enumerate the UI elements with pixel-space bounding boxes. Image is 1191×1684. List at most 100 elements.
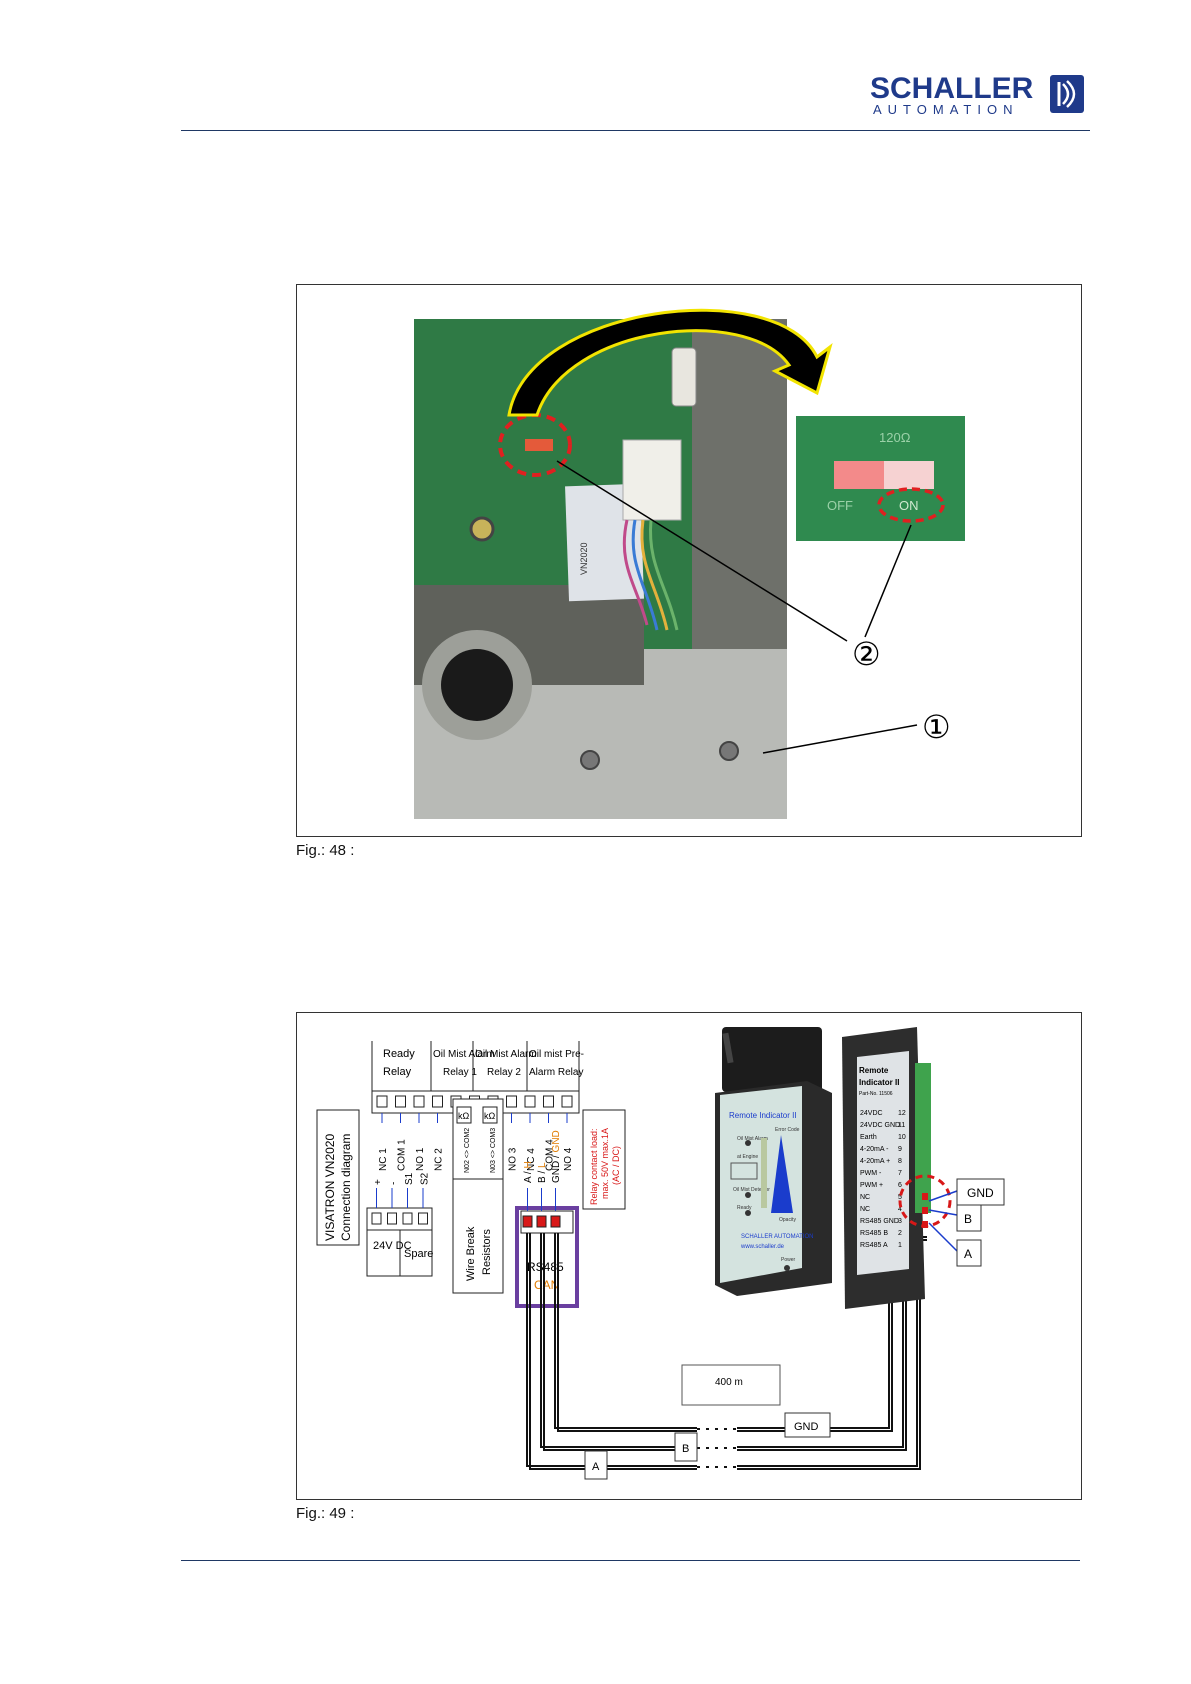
figure-48-photo: VN2020 120Ω OFF ON ② ① [414,308,965,819]
diagram-title-line2: Connection diagram [339,1134,353,1241]
indicator-back-pin-label: PWM - [860,1170,882,1177]
indicator-front-title: Remote Indicator II [729,1111,797,1120]
logo-subtitle: AUTOMATION [873,102,1019,117]
relay-group-headers: Ready Relay Oil Mist Alarm Relay 1 Oil M… [371,1041,584,1091]
footer-rule [181,1560,1080,1561]
cable-gland-hole [441,649,513,721]
relay-terminal-label: NO 3 [508,1147,519,1171]
switch-label-on: ON [899,498,919,513]
indicator-front-ready: Ready [737,1205,752,1211]
indicator-back-pin-label: PWM + [860,1182,883,1189]
leader-line-2b [864,524,912,638]
rs485-terminal-label: B / L [537,1162,548,1183]
wire-label-gnd-box [784,1412,831,1438]
switch-label-off: OFF [827,498,853,513]
rs485-terminal-label: GND / GND [551,1130,562,1183]
relay-terminal-label: NC 4 [526,1148,537,1171]
indicator-back-pin-label: RS485 A [860,1242,888,1249]
indicator-back-pin-label: NC [860,1206,870,1213]
logo-wordmark: SCHALLER [870,72,1034,105]
relay-load-line3: (AC / DC) [611,1146,621,1185]
indicator-back-pin-number: 10 [898,1134,906,1141]
resistor-1-label: N02 <> COM2 [464,1128,471,1173]
relay-terminal-label: NC 2 [434,1148,445,1171]
callout-2: ② [852,636,881,672]
relay-terminal-label: COM 1 [397,1139,408,1171]
connection-diagram-title-box: VISATRON VN2020 Connection diagram [316,1109,360,1246]
rs485-terminal-label: A / H [523,1161,534,1183]
on-highlight-circle [877,487,945,523]
figure-49-diagram: VISATRON VN2020 Connection diagram Ready… [316,1027,1005,1480]
resistor-ohm-1: kΩ [458,1111,470,1121]
indicator-back-pin-number: 12 [898,1110,906,1117]
relay-terminal-square [543,1095,554,1108]
enclosure-photo: VN2020 [414,319,787,819]
relay-group-alarm1-line1: Oil Mist Alarm [433,1049,495,1060]
relay-group-ready-line2: Relay [383,1066,412,1078]
indicator-front-error-code: Error Code [775,1127,800,1133]
indicator-front-power: Power [781,1257,796,1263]
power-group-label: 24V DC [373,1240,412,1252]
power-terminal-square [387,1212,397,1225]
figure-48-frame: VN2020 120Ω OFF ON ② ① [296,284,1082,837]
diagram-title-line1: VISATRON VN2020 [323,1134,337,1241]
relay-terminal-square [506,1095,517,1108]
wire-break-label-line1: Wire Break [465,1226,477,1281]
relay-group-alarm2-line2: Relay 2 [487,1067,521,1078]
power-terminal-label: - [389,1182,400,1185]
relay-load-note: Relay contact load: max. 50V max.1A (AC … [582,1109,626,1210]
board-text: VN2020 [579,542,589,575]
wire-label-a-box [584,1450,608,1480]
relay-group-ready-line1: Ready [383,1048,415,1060]
wire-break-label-line2: Resistors [481,1229,493,1275]
relay-group-alarm1-line2: Relay 1 [443,1067,477,1078]
logo-emblem-icon [1050,75,1084,113]
relay-terminal-label: NC 1 [378,1148,389,1171]
switch-label-120ohm: 120Ω [879,430,911,445]
wire-label-a: A [592,1461,600,1473]
cable-length-label: 400 m [715,1377,743,1388]
side-label-a: A [964,1247,972,1261]
figure-49-frame: VISATRON VN2020 Connection diagram Ready… [296,1012,1082,1500]
wire-break-resistors: kΩ kΩ N02 <> COM2 N03 <> COM3 Wire Break… [452,1098,504,1294]
indicator-back-pin-label: Earth [860,1134,877,1141]
indicator-back-pin-number: 8 [898,1158,902,1165]
power-terminal-label: + [373,1179,384,1185]
wire-label-b-box [674,1432,698,1462]
indicator-back-pin-label: 4-20mA - [860,1146,889,1153]
termination-switch [525,439,553,451]
callout-1: ① [922,709,951,745]
indicator-back-pin-label: 4-20mA + [860,1158,890,1165]
indicator-back-pin-number: 3 [898,1218,902,1225]
power-terminal-square [402,1212,413,1225]
relay-terminal-label: NO 1 [415,1147,426,1171]
indicator-back-pin-label: RS485 GND [860,1218,899,1225]
fuse [671,347,697,407]
relay-terminal-label: NO 4 [563,1147,574,1171]
indicator-front-detector: Oil Mist Detector [733,1187,770,1193]
relay-group-alarm2-line1: Oil Mist Alarm [475,1049,537,1060]
side-labels: GND B A [928,1178,1005,1267]
remote-indicator-back: Remote Indicator II Part-No. 11506 24VDC… [842,1027,952,1309]
indicator-back-part-no: Part-No. 11506 [859,1091,893,1097]
relay-terminal-square [561,1095,573,1108]
leader-line-1 [762,724,918,754]
indicator-front-opacity: Opacity [779,1217,796,1223]
indicator-front-brand: SCHALLER AUTOMATION [741,1234,813,1240]
indicator-front-web: www.schaller.de [740,1244,785,1250]
indicator-back-pin-number: 2 [898,1230,902,1237]
rs485-terminal-square [550,1215,561,1228]
power-terminal-label: S1 [404,1172,415,1185]
header-rule [181,130,1090,131]
indicator-front-oil-mist-alarm: Oil Mist Alarm [737,1136,768,1142]
power-terminal-square [371,1212,382,1225]
indicator-back-pin-label: 24VDC [860,1110,883,1117]
relay-group-prealarm-line1: Oil mist Pre- [529,1049,584,1060]
relay-terminal-square [413,1095,425,1108]
wire-break-dashes [697,1428,737,1468]
remote-indicator-front: Remote Indicator II Oil Mist Alarm at En… [715,1027,832,1296]
leader-line-2a [556,460,848,642]
spare-group-label: Spare [404,1248,433,1260]
